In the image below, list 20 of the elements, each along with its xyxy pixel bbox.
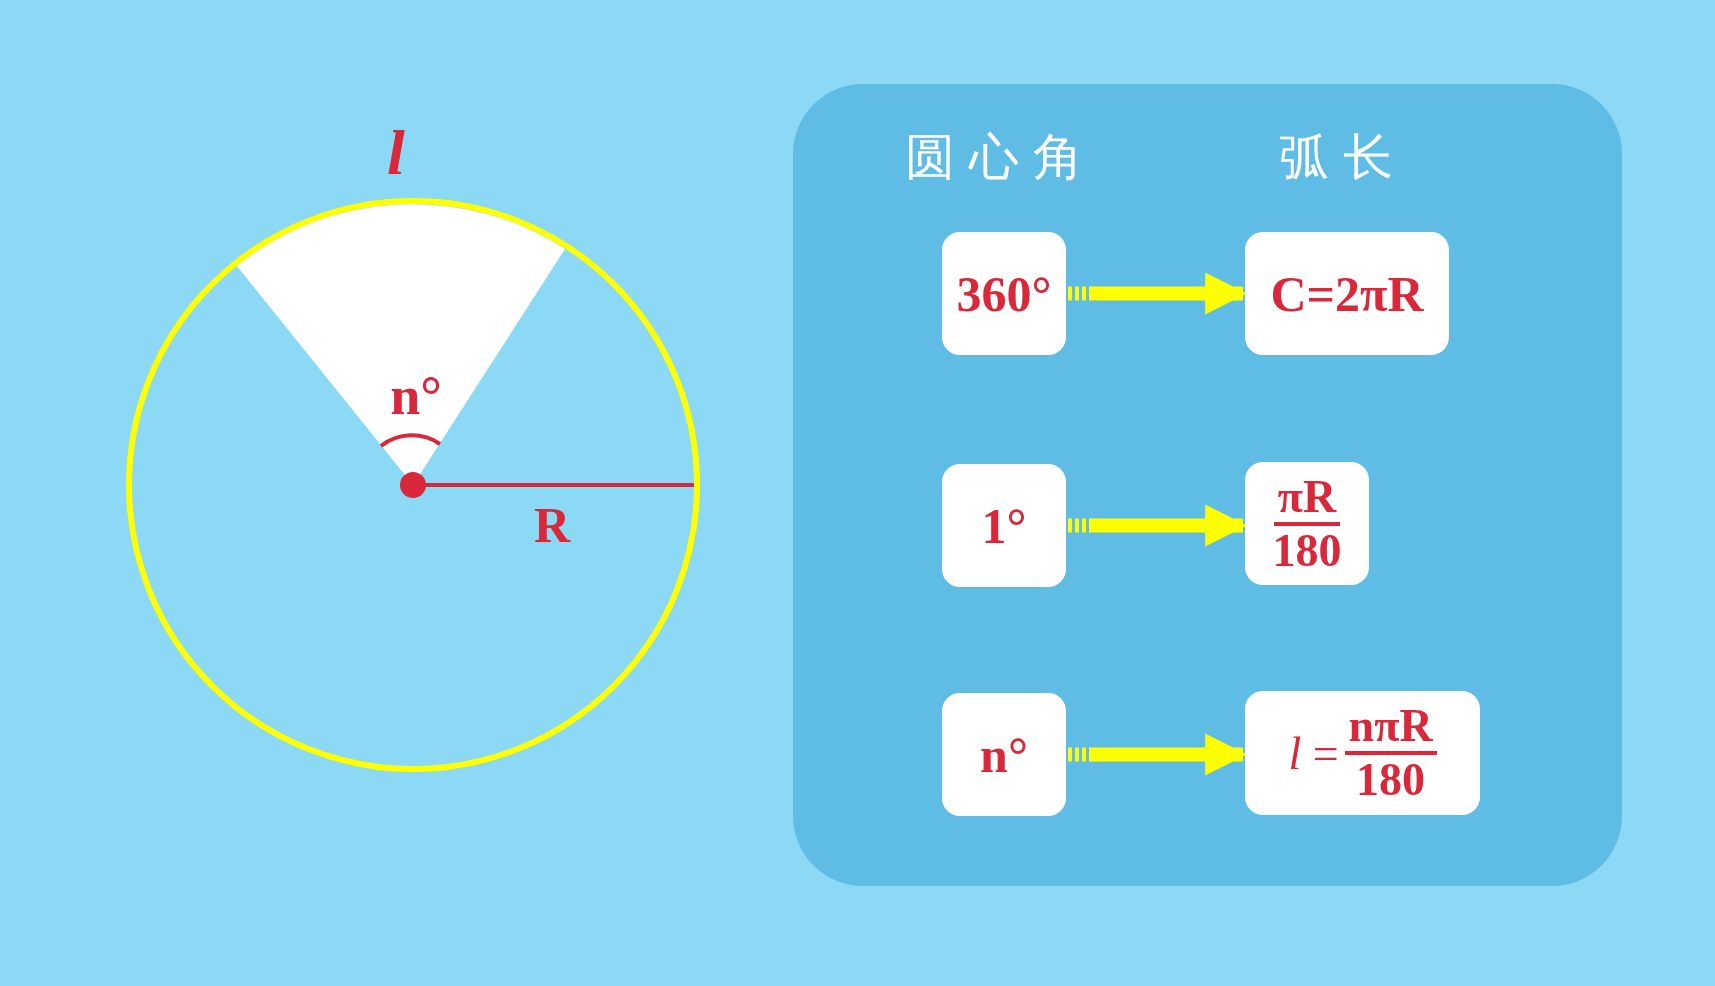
fraction-denominator: 180 (1272, 525, 1342, 574)
table-panel (793, 84, 1622, 886)
angle-card: 1° (942, 464, 1066, 587)
arc-length-card: C=2πR (1245, 232, 1449, 355)
angle-card: n° (942, 693, 1066, 816)
angle-card: 360° (942, 232, 1066, 355)
fraction-denominator: 180 (1356, 755, 1426, 803)
arrow (1068, 272, 1248, 315)
arc-length-label: l (387, 116, 405, 190)
arc-length-card (1245, 462, 1369, 585)
column-heading: 圆心角 (905, 127, 1097, 188)
arrow (1068, 504, 1248, 547)
column-heading: 弧长 (1279, 127, 1407, 188)
angle-label: n° (390, 365, 442, 427)
formula-prefix: l = (1288, 726, 1339, 780)
arrow (1068, 733, 1248, 776)
radius-label: R (533, 496, 571, 554)
fraction-numerator: nπR (1344, 703, 1437, 755)
fraction-numerator: πR (1273, 473, 1341, 526)
arc-length-card (1245, 691, 1480, 815)
